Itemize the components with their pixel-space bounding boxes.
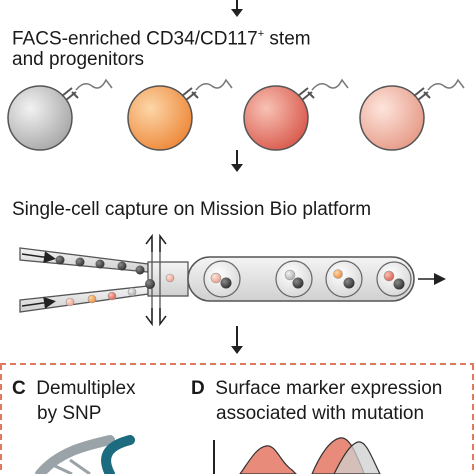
facs-title: FACS-enriched CD34/CD117+ stem [12,22,311,51]
arrow-bottom-head [231,346,243,354]
droplet-3 [325,260,363,298]
panel-c-title-line2: by SNP [37,403,102,424]
arrow-middle-head [231,164,243,172]
arrow-top-head [231,9,243,17]
facs-title-superscript: + [257,28,265,40]
panel-c-letter: C [12,378,26,399]
inlet-beads [55,255,175,307]
cell-grey [7,78,113,151]
droplet-4 [376,261,412,297]
droplet-2 [275,260,313,298]
marker-histogram [213,437,381,474]
cell-orange [127,78,233,151]
panel-c-title: C Demultiplex [12,377,136,401]
capture-title: Single-cell capture on Mission Bio platf… [12,199,372,220]
cell-red [243,78,349,151]
panel-d-title: D Surface marker expression [191,377,442,401]
dna-helix-icon [35,435,135,474]
panel-d-letter: D [191,378,205,399]
panel-d-title-line1: Surface marker expression [215,378,443,399]
facs-title-line2: and progenitors [12,49,145,70]
cell-pink [359,78,465,151]
panel-c-title-line1: Demultiplex [36,378,136,399]
facs-title-end: stem [264,28,311,50]
droplet-1 [203,260,241,298]
panel-d-title-line2: associated with mutation [216,403,425,424]
facs-title-main: FACS-enriched CD34/CD117 [12,28,258,50]
